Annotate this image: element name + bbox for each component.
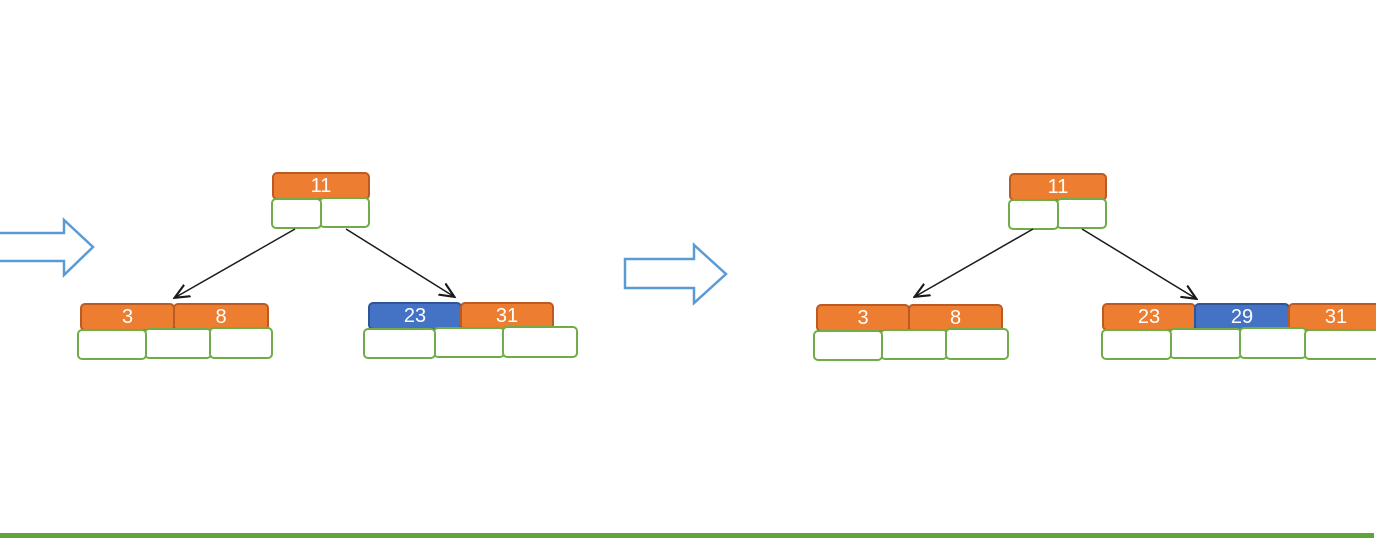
edge-after-root-to-left-leaf [916, 228, 1034, 296]
pointer-slot [363, 328, 436, 359]
pointer-slot-row [77, 327, 273, 360]
before-root-node: 11 [271, 172, 370, 229]
pointer-slot [1056, 198, 1107, 229]
edge-before-root-to-right-leaf [345, 228, 453, 296]
edge-after-root-to-right-leaf [1081, 228, 1195, 298]
key-cell: 23 [368, 302, 462, 330]
pointer-slot-row [1008, 198, 1107, 230]
key-cell: 23 [1102, 303, 1196, 331]
pointer-slot [1304, 329, 1376, 360]
pointer-slot [880, 329, 948, 360]
pointer-slot-row [813, 328, 1009, 361]
pointer-slot [271, 198, 322, 229]
bottom-divider [0, 533, 1374, 538]
pointer-slot-row [271, 197, 370, 229]
pointer-slot [813, 330, 883, 361]
after-left-leaf-node: 3 8 [813, 304, 1009, 361]
key-row: 23 31 [368, 302, 578, 330]
key-cell: 3 [816, 304, 910, 332]
key-cell: 11 [272, 172, 370, 200]
pointer-slot-row [363, 326, 578, 359]
key-row: 23 29 31 [1102, 303, 1376, 331]
pointer-slot [144, 328, 212, 359]
after-root-node: 11 [1008, 173, 1107, 230]
key-row: 11 [1009, 173, 1107, 201]
pointer-slot [433, 327, 505, 358]
edge-before-root-to-left-leaf [176, 228, 296, 297]
pointer-slot [77, 329, 147, 360]
block-arrow-right-icon [623, 242, 728, 306]
pointer-slot [502, 326, 578, 358]
key-cell: 8 [908, 304, 1003, 332]
pointer-slot [1101, 329, 1172, 360]
after-right-leaf-node: 23 29 31 [1101, 303, 1376, 360]
pointer-slot [1008, 199, 1059, 230]
key-cell: 3 [80, 303, 175, 331]
key-cell: 11 [1009, 173, 1107, 201]
key-cell: 31 [460, 302, 554, 330]
key-row: 3 8 [816, 304, 1009, 332]
pointer-slot [945, 328, 1009, 360]
pointer-slot [319, 197, 370, 228]
pointer-slot [1239, 327, 1307, 359]
block-arrow-right-icon [0, 217, 95, 278]
before-left-leaf-node: 3 8 [77, 303, 273, 360]
key-row: 11 [272, 172, 370, 200]
key-cell: 31 [1288, 303, 1376, 331]
pointer-slot [209, 327, 273, 359]
before-right-leaf-node: 23 31 [363, 302, 578, 359]
pointer-slot [1169, 328, 1242, 359]
pointer-slot-row [1101, 327, 1376, 360]
key-cell: 29 [1194, 303, 1290, 331]
